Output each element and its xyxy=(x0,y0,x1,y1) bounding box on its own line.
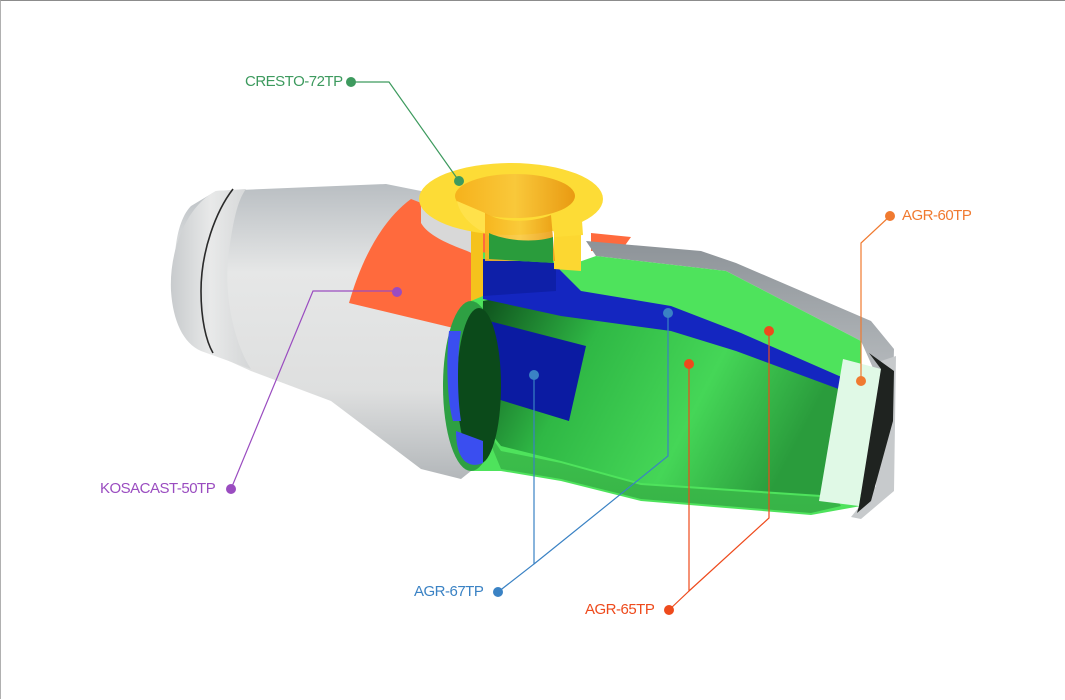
callout-dots xyxy=(226,77,895,615)
agr67-anchor-dot-b xyxy=(663,308,673,318)
callout-label-cresto: CRESTO-72TP xyxy=(245,73,343,90)
cresto-anchor-dot xyxy=(454,176,464,186)
agr67-anchor-dot-a xyxy=(529,370,539,380)
agr65-leader-b xyxy=(688,331,770,592)
cresto-label-dot xyxy=(346,77,356,87)
agr65-anchor-dot-a xyxy=(684,359,694,369)
agr60-tip-insert xyxy=(819,359,881,506)
outer-shell-right xyxy=(586,241,894,386)
agr67-label-dot xyxy=(493,587,503,597)
cresto-leader xyxy=(351,81,460,182)
cresto-port xyxy=(419,163,603,301)
agr67-blue-lining xyxy=(483,259,846,391)
agr60-leader xyxy=(860,215,891,381)
agr67-leader-b xyxy=(533,313,669,565)
callout-label-agr67: AGR-67TP xyxy=(414,583,484,600)
leader-lines xyxy=(230,81,891,611)
agr60-anchor-dot xyxy=(856,376,866,386)
callout-label-kosacast: KOSACAST-50TP xyxy=(100,480,216,497)
agr65-label-dot xyxy=(664,605,674,615)
front-rim xyxy=(443,301,501,471)
kosacast-anchor-dot xyxy=(392,287,402,297)
agr65-anchor-dot-b xyxy=(764,326,774,336)
kosacast-leader xyxy=(230,290,397,490)
callout-label-agr65: AGR-65TP xyxy=(585,601,655,618)
agr60-label-dot xyxy=(885,211,895,221)
callout-label-agr60: AGR-60TP xyxy=(902,207,972,224)
kosacast-label-dot xyxy=(226,484,236,494)
